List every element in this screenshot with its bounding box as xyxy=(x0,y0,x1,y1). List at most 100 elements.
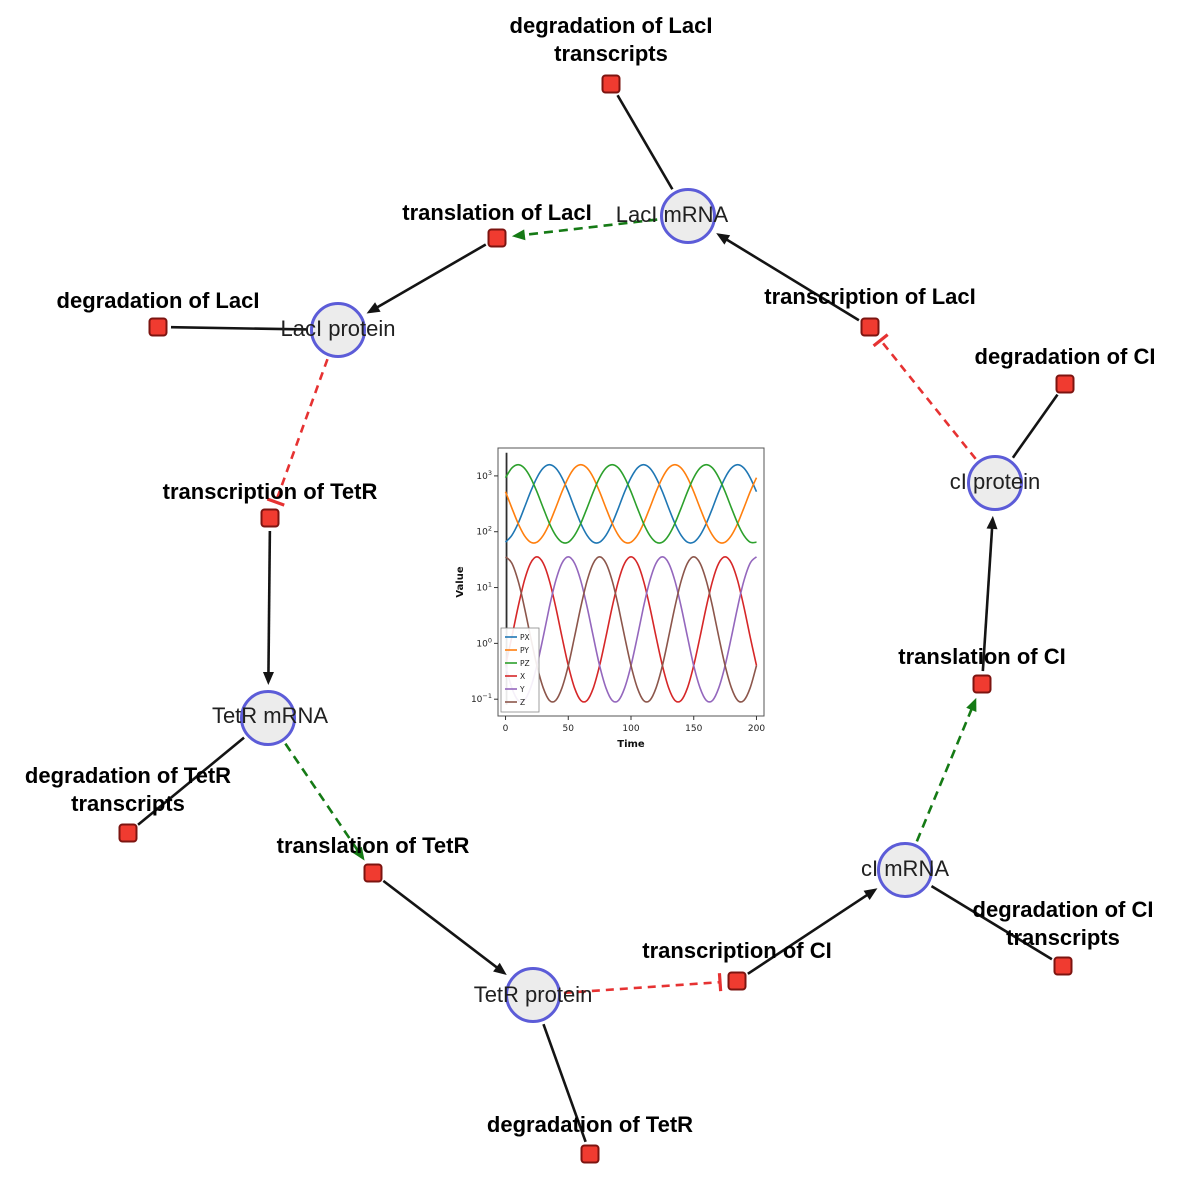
arrowhead-icon xyxy=(986,515,998,530)
series-line-PY xyxy=(504,463,758,544)
reaction-label-deg_ci: degradation of CI xyxy=(975,343,1156,371)
edge-laci_protein-tx_tetr xyxy=(266,358,329,507)
reaction-node-tx_ci[interactable] xyxy=(727,971,747,991)
x-tick-label: 100 xyxy=(622,724,639,734)
reaction-node-deg_ci[interactable] xyxy=(1055,374,1075,394)
edge-laci_mrna-transl_laci xyxy=(511,218,658,241)
species-node-laci_mrna[interactable] xyxy=(660,188,716,244)
reaction-label-line: transcripts xyxy=(1006,925,1120,950)
y-tick-label: 103 xyxy=(476,469,492,482)
edge-tetr_protein-tx_ci xyxy=(563,973,723,995)
species-label-tetr_protein: TetR protein xyxy=(473,982,593,1007)
edge-laci_mrna-deg_laci_tx xyxy=(616,94,674,190)
arrowhead-icon xyxy=(863,888,878,900)
series-line-Y xyxy=(504,555,758,703)
reaction-label-line: degradation of CI xyxy=(972,897,1154,922)
edge-tetr_protein-deg_tetr xyxy=(542,1023,587,1143)
series-line-X xyxy=(504,555,758,703)
edge-transl_tetr-tetr_protein xyxy=(382,879,507,975)
arrowhead-icon xyxy=(511,229,526,241)
reaction-label-line: transcription of LacI xyxy=(764,284,976,309)
edge-tx_tetr-tetr_mrna xyxy=(262,530,274,686)
reaction-node-deg_tetr_tx[interactable] xyxy=(118,823,138,843)
reaction-label-line: translation of LacI xyxy=(402,200,592,225)
reaction-label-line: degradation of TetR xyxy=(486,1112,694,1137)
x-tick-label: 200 xyxy=(748,724,765,734)
legend-label: Z xyxy=(520,698,525,707)
edge-tx_laci-laci_mrna xyxy=(716,233,860,322)
reaction-node-deg_ci_tx[interactable] xyxy=(1053,956,1073,976)
arrowhead-icon xyxy=(352,846,365,861)
reaction-label-line: translation of TetR xyxy=(276,833,470,858)
inhibition-bar-icon xyxy=(717,973,723,992)
edge-ci_protein-deg_ci xyxy=(1011,393,1059,459)
species-label-laci_mrna: LacI mRNA xyxy=(615,202,729,227)
species-node-tetr_mrna[interactable] xyxy=(240,690,296,746)
edge-tetr_mrna-deg_tetr_tx xyxy=(137,736,245,826)
reaction-label-deg_laci: degradation of LacI xyxy=(57,287,260,315)
series-line-PZ xyxy=(504,463,757,544)
reaction-label-transl_laci: translation of LacI xyxy=(402,199,591,227)
reaction-node-transl_laci[interactable] xyxy=(487,228,507,248)
species-node-tetr_protein[interactable] xyxy=(505,967,561,1023)
arrowhead-icon xyxy=(262,671,274,686)
reaction-label-line: degradation of LacI xyxy=(509,13,713,38)
legend-box xyxy=(500,627,540,713)
reaction-label-line: degradation of LacI xyxy=(56,288,260,313)
reaction-node-tx_laci[interactable] xyxy=(860,317,880,337)
reaction-label-line: transcripts xyxy=(554,41,668,66)
reaction-label-line: translation of CI xyxy=(898,644,1066,669)
edge-laci_protein-deg_laci xyxy=(170,325,308,331)
species-label-ci_mrna: cI mRNA xyxy=(861,856,949,881)
species-node-ci_mrna[interactable] xyxy=(877,842,933,898)
y-tick-label: 102 xyxy=(476,525,492,538)
reaction-label-deg_laci_tx: degradation of LacI transcripts xyxy=(510,12,713,68)
reaction-label-deg_ci_tx: degradation of CI transcripts xyxy=(973,896,1154,952)
legend-label: PZ xyxy=(520,659,530,668)
arrowhead-icon xyxy=(716,233,731,245)
edge-transl_ci-ci_protein xyxy=(981,515,998,672)
reaction-node-deg_laci[interactable] xyxy=(148,317,168,337)
arrowhead-icon xyxy=(966,697,977,712)
reaction-node-tx_tetr[interactable] xyxy=(260,508,280,528)
reaction-label-tx_laci: transcription of LacI xyxy=(764,283,975,311)
y-tick-label: 100 xyxy=(476,636,492,649)
y-tick-label: 101 xyxy=(476,581,492,594)
edge-ci_mrna-deg_ci_tx xyxy=(930,884,1053,961)
x-tick-label: 50 xyxy=(563,724,575,734)
reaction-label-transl_tetr: translation of TetR xyxy=(277,832,470,860)
reaction-node-deg_laci_tx[interactable] xyxy=(601,74,621,94)
reaction-node-deg_tetr[interactable] xyxy=(580,1144,600,1164)
reaction-node-transl_ci[interactable] xyxy=(972,674,992,694)
x-tick-label: 150 xyxy=(685,724,702,734)
species-node-ci_protein[interactable] xyxy=(967,455,1023,511)
edge-tetr_mrna-transl_tetr xyxy=(284,742,365,861)
inhibition-bar-icon xyxy=(872,333,889,348)
edge-transl_laci-laci_protein xyxy=(366,243,487,314)
species-node-laci_protein[interactable] xyxy=(310,302,366,358)
reaction-label-line: degradation of TetR xyxy=(24,763,232,788)
reaction-label-tx_ci: transcription of CI xyxy=(642,937,831,965)
arrowhead-icon xyxy=(366,302,381,314)
reaction-label-line: transcription of TetR xyxy=(162,479,378,504)
series-line-Z xyxy=(504,555,758,703)
x-axis-label: Time xyxy=(617,739,645,750)
arrowhead-icon xyxy=(493,962,507,975)
reaction-node-transl_tetr[interactable] xyxy=(363,863,383,883)
reaction-label-line: transcription of CI xyxy=(642,938,832,963)
reaction-label-tx_tetr: transcription of TetR xyxy=(163,478,378,506)
species-label-tetr_mrna: TetR mRNA xyxy=(211,703,329,728)
x-tick-label: 0 xyxy=(503,724,509,734)
edge-ci_protein-tx_laci xyxy=(872,333,977,460)
y-axis-label: Value xyxy=(455,566,466,597)
edge-ci_mrna-transl_ci xyxy=(915,697,977,842)
edge-tx_ci-ci_mrna xyxy=(747,888,878,975)
reaction-label-deg_tetr: degradation of TetR xyxy=(487,1111,693,1139)
reaction-label-transl_ci: translation of CI xyxy=(898,643,1065,671)
legend-label: X xyxy=(520,672,525,681)
